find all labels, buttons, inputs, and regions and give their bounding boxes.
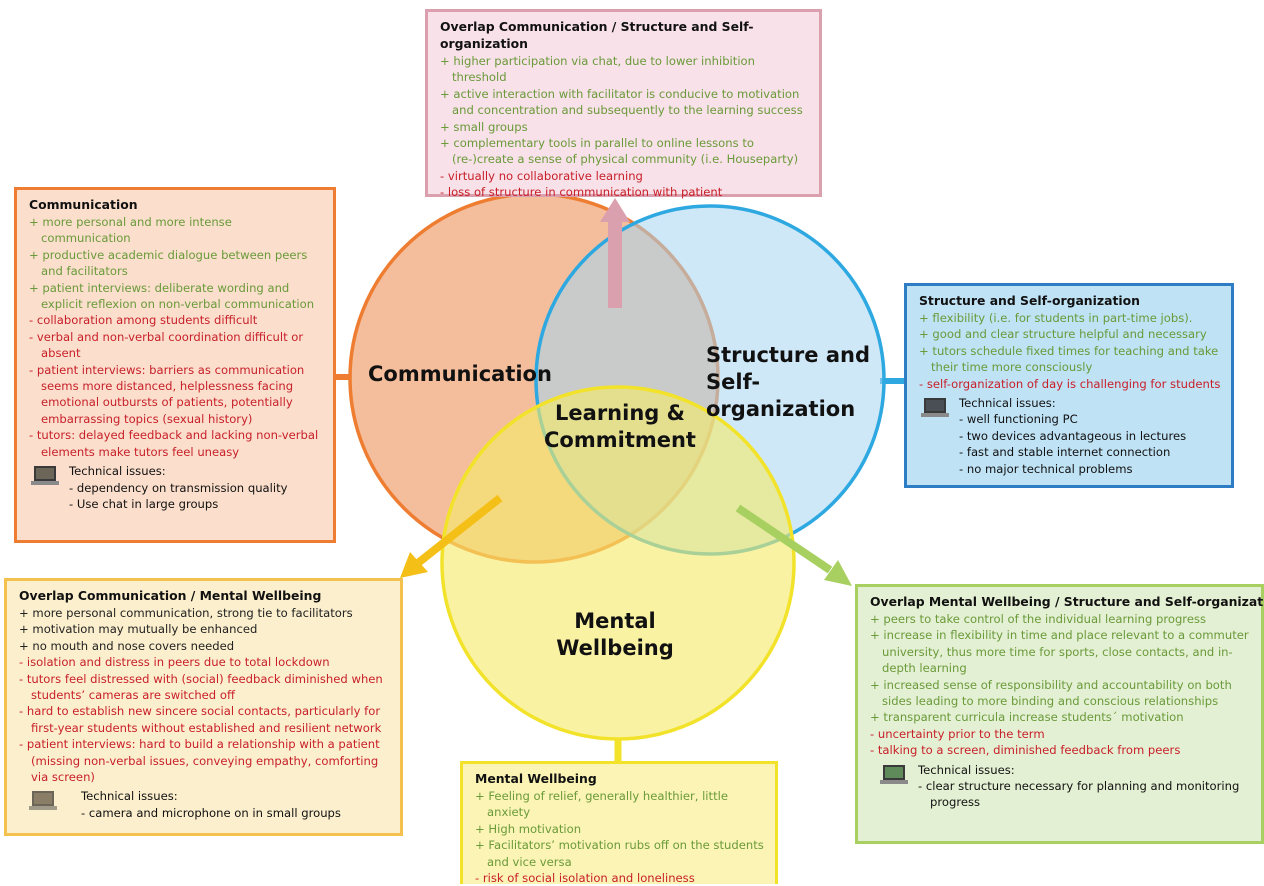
box-title: Overlap Mental Wellbeing / Structure and… (870, 594, 1264, 609)
circle-label-center: Learning & Commitment (540, 400, 700, 454)
circle-label-communication: Communication (368, 362, 552, 386)
list-item: - well functioning PC (959, 412, 1078, 427)
laptop-icon (880, 764, 908, 784)
list-item: + High motivation (475, 821, 582, 836)
list-item: - tutors feel distressed with (social) f… (19, 671, 383, 703)
circle-mental (440, 385, 796, 741)
list-item: + patient interviews: deliberate wording… (29, 280, 315, 312)
circle-label-center-line1: Learning & (555, 401, 685, 425)
arrow-overlap-ms (735, 504, 852, 586)
list-item: + Facilitators’ motivation rubs off on t… (475, 838, 764, 869)
list-item: - self-organization of day is challengin… (919, 376, 1221, 391)
list-item: - no major technical problems (959, 461, 1133, 476)
technical-issues-title: Technical issues: (69, 464, 166, 479)
list-item: + higher participation via chat, due to … (440, 54, 755, 85)
list-item: - collaboration among students difficult (29, 313, 258, 328)
list-item: - uncertainty prior to the term (870, 726, 1045, 741)
arrow-overlap-cs (600, 198, 630, 308)
box-title: Overlap Communication / Mental Wellbeing (19, 588, 322, 603)
list-item: - patient interviews: barriers as commun… (29, 362, 305, 426)
list-item: + increase in flexibility in time and pl… (870, 628, 1249, 676)
box-structure: Structure and Self-organization + flexib… (904, 283, 1234, 488)
item-list: + more personal and more intense communi… (29, 214, 323, 460)
list-item: + peers to take control of the individua… (870, 612, 1207, 626)
list-item: + motivation may mutually be enhanced (19, 622, 258, 637)
list-item: + increased sense of responsibility and … (870, 677, 1232, 709)
list-item: - patient interviews: hard to build a re… (19, 737, 380, 785)
box-overlap-mental-structure: Overlap Mental Wellbeing / Structure and… (855, 584, 1264, 844)
list-item: - virtually no collaborative learning (440, 168, 643, 183)
item-list: + higher participation via chat, due to … (440, 53, 809, 201)
list-item: + transparent curricula increase student… (870, 710, 1184, 725)
list-item: + productive academic dialogue between p… (29, 247, 308, 279)
circle-label-structure: Structure and Self-organization (706, 342, 886, 423)
technical-issues-title: Technical issues: (959, 396, 1056, 411)
circle-label-center-line2: Commitment (544, 428, 696, 452)
technical-issues: Technical issues: - clear structure nece… (878, 762, 1251, 811)
circle-label-structure-line1: Structure and (706, 343, 870, 367)
technical-issues-title: Technical issues: (918, 762, 1015, 777)
list-item: - dependency on transmission quality (69, 480, 288, 495)
list-item: - camera and microphone on in small grou… (81, 805, 341, 820)
technical-issues: Technical issues: - well functioning PC … (919, 395, 1221, 477)
technical-issues-title: Technical issues: (81, 789, 178, 804)
box-title: Structure and Self-organization (919, 293, 1140, 308)
list-item: - hard to establish new sincere social c… (19, 704, 382, 735)
laptop-icon (29, 791, 57, 811)
list-item: - tutors: delayed feedback and lacking n… (29, 428, 319, 459)
box-mental: Mental Wellbeing + Feeling of relief, ge… (460, 761, 778, 886)
list-item: - fast and stable internet connection (959, 445, 1171, 460)
box-communication: Communication + more personal and more i… (14, 187, 336, 543)
list-item: + more personal communication, strong ti… (19, 606, 353, 620)
box-title: Overlap Communication / Structure and Se… (440, 19, 754, 51)
item-list: + peers to take control of the individua… (870, 611, 1251, 759)
arrow-overlap-cm (400, 494, 503, 578)
list-item: + more personal and more intense communi… (29, 215, 232, 246)
technical-issues: Technical issues: - dependency on transm… (29, 463, 323, 512)
item-list: + Feeling of relief, generally healthier… (475, 788, 765, 886)
box-title: Mental Wellbeing (475, 771, 597, 786)
list-item: - loss of structure in communication wit… (440, 185, 723, 200)
technical-issues-list: - clear structure necessary for planning… (918, 778, 1251, 811)
technical-issues-list: - camera and microphone on in small grou… (81, 805, 341, 821)
list-item: - talking to a screen, diminished feedba… (870, 743, 1181, 758)
list-item: - two devices advantageous in lectures (959, 428, 1187, 443)
technical-issues-list: - dependency on transmission quality - U… (69, 480, 288, 513)
laptop-icon (921, 398, 949, 418)
list-item: + complementary tools in parallel to onl… (440, 136, 799, 167)
item-list: + more personal communication, strong ti… (19, 605, 390, 785)
circle-label-mental-line2: Wellbeing (556, 636, 674, 660)
circle-label-structure-line2: Self-organization (706, 370, 856, 421)
box-overlap-communication-structure: Overlap Communication / Structure and Se… (425, 9, 822, 199)
item-list: + flexibility (i.e. for students in part… (919, 310, 1221, 392)
list-item: + Feeling of relief, generally healthier… (475, 789, 728, 820)
list-item: - Use chat in large groups (69, 496, 219, 511)
list-item: + tutors schedule fixed times for teachi… (919, 343, 1219, 375)
laptop-icon (31, 466, 59, 486)
list-item: + active interaction with facilitator is… (440, 86, 803, 118)
circle-label-mental: Mental Wellbeing (540, 608, 690, 662)
list-item: + good and clear structure helpful and n… (919, 327, 1207, 342)
list-item: - verbal and non-verbal coordination dif… (29, 329, 304, 361)
list-item: + flexibility (i.e. for students in part… (919, 311, 1193, 325)
list-item: - risk of social isolation and lonelines… (475, 871, 695, 886)
list-item: + small groups (440, 119, 528, 134)
circle-label-mental-line1: Mental (574, 609, 656, 633)
box-overlap-communication-mental: Overlap Communication / Mental Wellbeing… (4, 578, 403, 836)
list-item: + no mouth and nose covers needed (19, 638, 235, 653)
technical-issues-list: - well functioning PC - two devices adva… (959, 411, 1186, 477)
list-item: - clear structure necessary for planning… (918, 779, 1240, 810)
box-title: Communication (29, 197, 138, 212)
technical-issues: Technical issues: - camera and microphon… (27, 788, 390, 821)
list-item: - isolation and distress in peers due to… (19, 655, 330, 670)
